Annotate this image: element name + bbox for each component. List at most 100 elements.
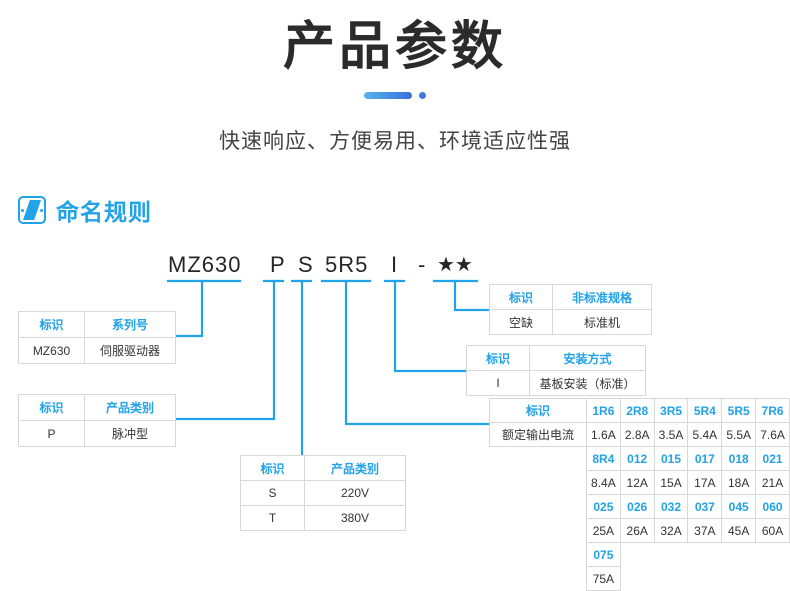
- table-row: T 380V: [240, 505, 406, 531]
- current-code: 045: [721, 494, 757, 519]
- table-row: 标识 安装方式: [466, 345, 646, 371]
- spacer-cell: [756, 567, 790, 591]
- current-code: 075: [585, 542, 621, 567]
- icon-dot-right: [40, 209, 43, 212]
- current-value: 7.6A: [755, 422, 790, 447]
- table-row: 25A 26A 32A 37A 45A 60A: [490, 518, 790, 543]
- table-row: P 脉冲型: [18, 420, 176, 447]
- current-code: 5R5: [721, 398, 757, 423]
- spacer-cell: [490, 447, 587, 471]
- current-value: 25A: [585, 518, 621, 543]
- voltage-cell-value-s: 220V: [304, 480, 406, 506]
- table-row: 标识 产品类别: [240, 455, 406, 481]
- type-header-id: 标识: [18, 394, 85, 421]
- current-code: 2R8: [619, 398, 655, 423]
- table-row: 75A: [490, 566, 790, 591]
- current-value: 5.4A: [687, 422, 723, 447]
- install-cell-code: I: [466, 370, 530, 396]
- table-row: 025 026 032 037 045 060: [490, 494, 790, 519]
- voltage-header-name: 产品类别: [304, 455, 406, 481]
- table-row: 075: [490, 542, 790, 567]
- current-row-label: 额定输出电流: [489, 422, 587, 447]
- table-row: 标识 产品类别: [18, 394, 176, 421]
- table-row: 空缺 标准机: [489, 309, 652, 335]
- current-code: 021: [755, 446, 790, 471]
- current-value: 17A: [687, 470, 723, 495]
- current-code: 8R4: [585, 446, 621, 471]
- spacer-cell: [620, 543, 654, 567]
- slash-shape: [23, 200, 41, 220]
- spacer-cell: [490, 519, 587, 543]
- table-nonstandard: 标识 非标准规格 空缺 标准机: [489, 284, 652, 335]
- spacer-cell: [654, 567, 688, 591]
- current-code: 7R6: [755, 398, 790, 423]
- current-value: 18A: [721, 470, 757, 495]
- voltage-cell-code-s: S: [240, 480, 305, 506]
- current-value: 45A: [721, 518, 757, 543]
- table-voltage: 标识 产品类别 S 220V T 380V: [240, 455, 406, 531]
- table-row: 8R4 012 015 017 018 021: [490, 446, 790, 471]
- table-row: 标识 系列号: [18, 311, 176, 338]
- install-cell-name: 基板安装（标准）: [529, 370, 646, 396]
- current-code: 3R5: [653, 398, 689, 423]
- table-row: 8.4A 12A 15A 17A 18A 21A: [490, 470, 790, 495]
- code-segment-dash: -: [418, 252, 427, 277]
- section-title: 命名规则: [56, 199, 152, 225]
- voltage-header-id: 标识: [240, 455, 305, 481]
- current-value: 15A: [653, 470, 689, 495]
- spacer-cell: [490, 567, 587, 591]
- current-value: 60A: [755, 518, 790, 543]
- voltage-cell-value-t: 380V: [304, 505, 406, 531]
- spacer-cell: [654, 543, 688, 567]
- table-row: 标识 1R6 2R8 3R5 5R4 5R5 7R6: [489, 398, 790, 423]
- page-title: 产品参数: [282, 18, 507, 76]
- spacer-cell: [490, 471, 587, 495]
- type-cell-name: 脉冲型: [84, 420, 176, 447]
- table-row: 额定输出电流 1.6A 2.8A 3.5A 5.4A 5.5A 7.6A: [489, 422, 790, 447]
- spacer-cell: [688, 567, 722, 591]
- divider-bar: [364, 91, 412, 99]
- table-row: MZ630 伺服驱动器: [18, 337, 176, 364]
- naming-rule-icon: [18, 196, 46, 224]
- table-product-type: 标识 产品类别 P 脉冲型: [18, 394, 176, 447]
- spacer-cell: [756, 543, 790, 567]
- naming-rule-section-heading: 命名规则: [18, 193, 152, 227]
- spacer-cell: [688, 543, 722, 567]
- code-segment-current: 5R5: [325, 252, 369, 277]
- current-value: 5.5A: [721, 422, 757, 447]
- current-value: 37A: [687, 518, 723, 543]
- current-value: 21A: [755, 470, 790, 495]
- table-row: S 220V: [240, 480, 406, 506]
- type-cell-code: P: [18, 420, 85, 447]
- spacer-cell: [490, 543, 587, 567]
- table-row: 标识 非标准规格: [489, 284, 652, 310]
- current-code: 017: [687, 446, 723, 471]
- current-header-id: 标识: [489, 398, 587, 423]
- voltage-cell-code-t: T: [240, 505, 305, 531]
- current-code: 012: [619, 446, 655, 471]
- install-header-name: 安装方式: [529, 345, 646, 371]
- current-value: 1.6A: [585, 422, 621, 447]
- current-code: 037: [687, 494, 723, 519]
- current-value: 3.5A: [653, 422, 689, 447]
- current-code: 5R4: [687, 398, 723, 423]
- type-header-name: 产品类别: [84, 394, 176, 421]
- series-cell-code: MZ630: [18, 337, 85, 364]
- current-code: 015: [653, 446, 689, 471]
- table-current: 标识 1R6 2R8 3R5 5R4 5R5 7R6 额定输出电流 1.6A 2…: [489, 398, 790, 591]
- current-code: 018: [721, 446, 757, 471]
- nonstd-cell-code: 空缺: [489, 309, 553, 335]
- spacer-cell: [722, 567, 756, 591]
- current-value: 12A: [619, 470, 655, 495]
- page-subtitle: 快速响应、方便易用、环境适应性强: [219, 129, 571, 153]
- spacer-cell: [620, 567, 654, 591]
- series-header-id: 标识: [18, 311, 85, 338]
- code-segment-install: I: [391, 252, 399, 277]
- current-value: 26A: [619, 518, 655, 543]
- nonstd-header-id: 标识: [489, 284, 553, 310]
- code-segment-series: MZ630: [168, 252, 242, 277]
- nonstd-header-name: 非标准规格: [552, 284, 652, 310]
- current-value: 32A: [653, 518, 689, 543]
- code-segment-voltage: S: [298, 252, 314, 277]
- install-header-id: 标识: [466, 345, 530, 371]
